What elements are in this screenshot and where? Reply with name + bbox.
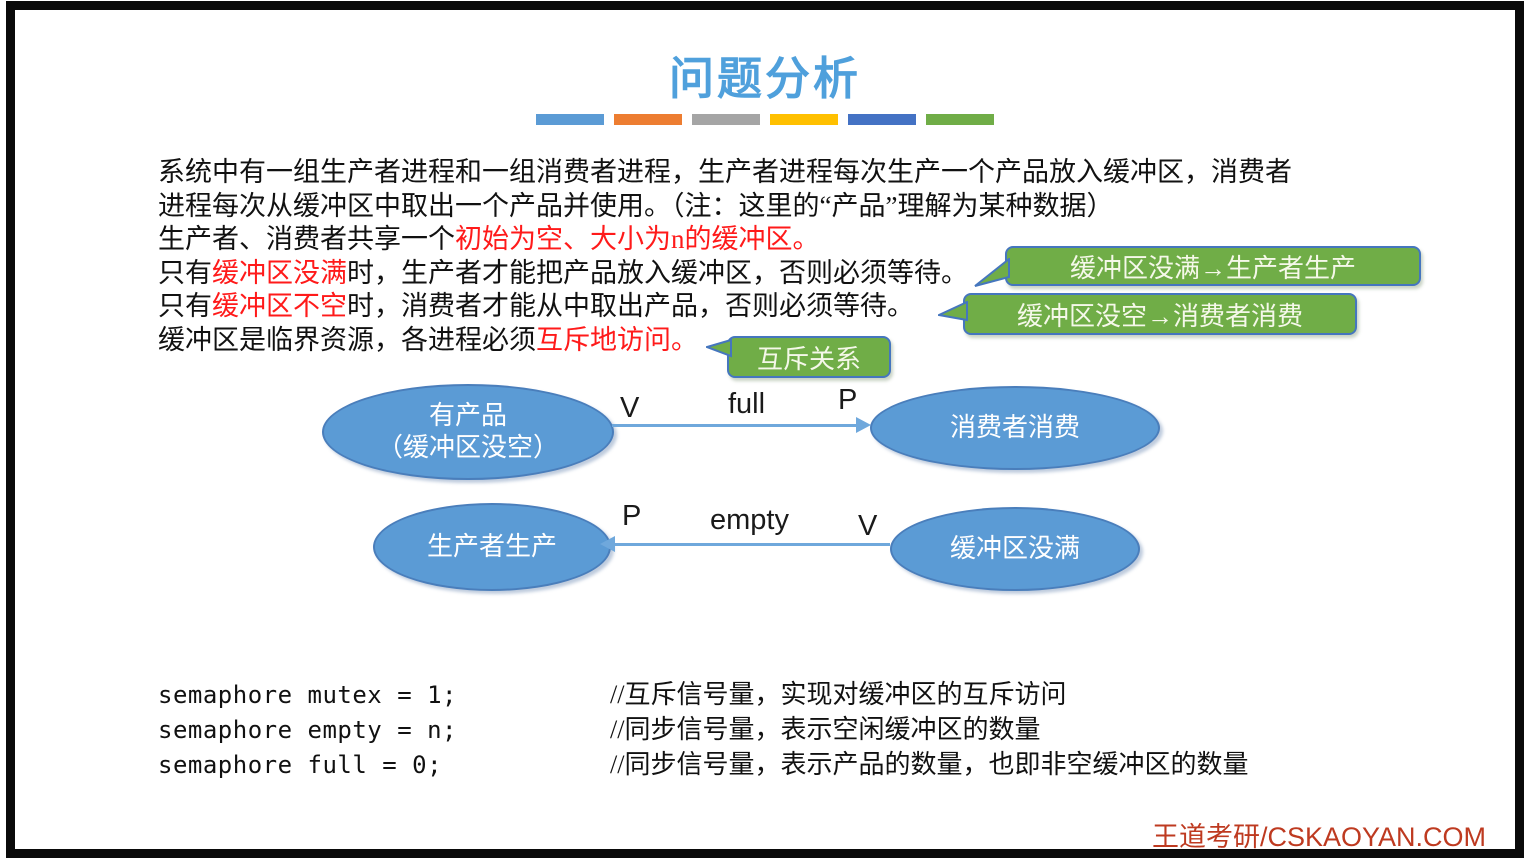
paragraph-line: 只有缓冲区不空时，消费者才能从中取出产品，否则必须等待。 bbox=[158, 290, 1448, 324]
divider-bar bbox=[770, 114, 838, 125]
highlight-run: 初始为空、大小为n的缓冲区。 bbox=[455, 224, 820, 254]
callout-tail-icon bbox=[974, 258, 1010, 287]
callout-text: 缓冲区没满→生产者生产 bbox=[1069, 253, 1356, 283]
text-run: 缓冲区是临界资源，各进程必须 bbox=[158, 324, 536, 355]
text-run: 时，生产者才能把产品放入缓冲区，否则必须等待。 bbox=[347, 257, 968, 288]
callout-tail-icon bbox=[706, 339, 732, 358]
text-run: 只有 bbox=[158, 257, 212, 288]
callout-mutex: 互斥关系 bbox=[706, 336, 891, 378]
node-label: 缓冲区没满 bbox=[949, 534, 1080, 563]
code-line: semaphore mutex = 1; //互斥信号量，实现对缓冲区的互斥访问 bbox=[158, 674, 1248, 709]
code-comment: //同步信号量，表示空闲缓冲区的数量 bbox=[610, 715, 1041, 744]
paragraph-line: 系统中有一组生产者进程和一组消费者进程，生产者进程每次生产一个产品放入缓冲区，消… bbox=[158, 156, 1448, 190]
node-label: 消费者消费 bbox=[949, 413, 1080, 442]
code-text: semaphore mutex = 1; bbox=[158, 681, 457, 709]
text-run: 只有 bbox=[158, 291, 212, 321]
code-line: semaphore empty = n; //同步信号量，表示空闲缓冲区的数量 bbox=[158, 709, 1248, 744]
divider-bar bbox=[848, 114, 916, 125]
callout-text: 缓冲区没空→消费者消费 bbox=[1016, 301, 1303, 331]
text-run: 系统中有一组生产者进程和一组消费者进程，生产者进程每次生产一个产品放入缓冲区，消… bbox=[158, 157, 1292, 187]
arrow-empty-line bbox=[614, 543, 890, 546]
code-comment: //同步信号量，表示产品的数量，也即非空缓冲区的数量 bbox=[610, 750, 1249, 779]
node-has-product: 有产品 （缓冲区没空） bbox=[322, 384, 614, 480]
arrow-empty-head-icon bbox=[600, 536, 615, 552]
title-divider-bars bbox=[0, 114, 1530, 125]
callout-text: 互斥关系 bbox=[756, 344, 861, 374]
arrow-label-full: full bbox=[728, 388, 766, 420]
paragraph-line: 生产者、消费者共享一个初始为空、大小为n的缓冲区。 bbox=[158, 223, 1448, 257]
problem-description: 系统中有一组生产者进程和一组消费者进程，生产者进程每次生产一个产品放入缓冲区，消… bbox=[158, 156, 1448, 357]
node-label: 有产品 bbox=[428, 401, 507, 430]
node-label: 生产者生产 bbox=[426, 532, 557, 561]
code-line: semaphore full = 0; //同步信号量，表示产品的数量，也即非空… bbox=[158, 744, 1248, 779]
node-label: （缓冲区没空） bbox=[376, 433, 559, 462]
divider-bar bbox=[536, 114, 604, 125]
node-consumer: 消费者消费 bbox=[870, 386, 1160, 470]
arrow-full-line bbox=[612, 424, 860, 427]
highlight-run: 缓冲区没满 bbox=[212, 257, 347, 288]
paragraph-line: 进程每次从缓冲区中取出一个产品并使用。（注：这里的“产品”理解为某种数据） bbox=[158, 190, 1448, 224]
node-producer: 生产者生产 bbox=[373, 503, 611, 591]
callout-tail-icon bbox=[938, 301, 968, 322]
code-comment: //互斥信号量，实现对缓冲区的互斥访问 bbox=[610, 680, 1067, 709]
highlight-run: 互斥地访问。 bbox=[536, 324, 698, 355]
code-text: semaphore empty = n; bbox=[158, 716, 457, 744]
paragraph-line: 只有缓冲区没满时，生产者才能把产品放入缓冲区，否则必须等待。 bbox=[158, 257, 1448, 291]
divider-bar bbox=[692, 114, 760, 125]
arrow-label-p: P bbox=[838, 384, 858, 416]
divider-bar bbox=[614, 114, 682, 125]
callout-buffer-not-full: 缓冲区没满→生产者生产 bbox=[974, 246, 1421, 287]
highlight-run: 缓冲区不空 bbox=[212, 291, 347, 321]
arrow-label-empty: empty bbox=[710, 504, 789, 536]
page-title: 问题分析 bbox=[668, 53, 861, 104]
text-run: 时，消费者才能从中取出产品，否则必须等待。 bbox=[347, 291, 914, 321]
text-run: 进程每次从缓冲区中取出一个产品并使用。（注：这里的“产品”理解为某种数据） bbox=[158, 190, 1114, 221]
text-run: 生产者、消费者共享一个 bbox=[158, 224, 455, 254]
arrow-label-v: V bbox=[620, 392, 640, 424]
arrow-label-p: P bbox=[622, 500, 642, 532]
arrow-full-head-icon bbox=[856, 417, 871, 433]
code-text: semaphore full = 0; bbox=[158, 751, 443, 779]
watermark-brand: 王道考研/CSKAOYAN.COM bbox=[1152, 822, 1487, 852]
callout-buffer-not-empty: 缓冲区没空→消费者消费 bbox=[938, 293, 1357, 335]
arrow-label-v: V bbox=[858, 510, 878, 542]
semaphore-code-block: semaphore mutex = 1; //互斥信号量，实现对缓冲区的互斥访问… bbox=[158, 674, 1248, 779]
node-buffer-not-full: 缓冲区没满 bbox=[890, 507, 1140, 591]
divider-bar bbox=[926, 114, 994, 125]
paragraph-line: 缓冲区是临界资源，各进程必须互斥地访问。 bbox=[158, 324, 1448, 358]
